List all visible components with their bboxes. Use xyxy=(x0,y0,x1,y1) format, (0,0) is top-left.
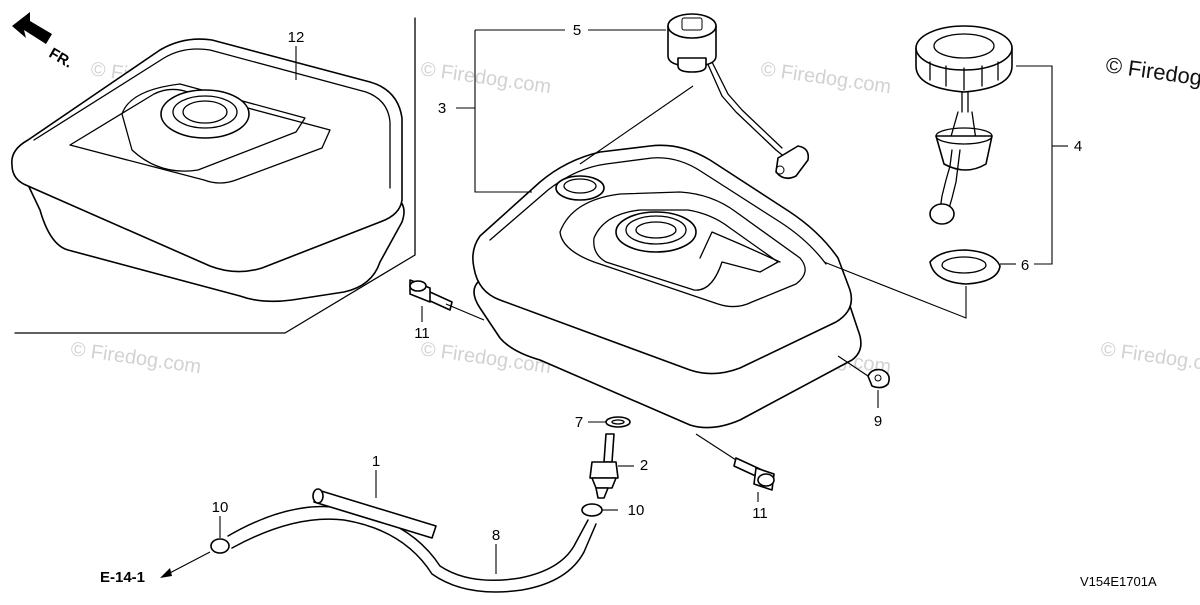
watermark: © Firedog.com xyxy=(1099,338,1200,378)
callout-11-upper: 11 xyxy=(414,325,430,342)
callout-10-left: 10 xyxy=(212,499,229,516)
callout-3: 3 xyxy=(438,100,446,117)
front-direction-label: FR. xyxy=(46,45,75,72)
callout-2: 2 xyxy=(640,457,648,474)
fuel-valve-washer xyxy=(605,416,631,428)
tank-nut xyxy=(867,368,890,389)
hose-clip-right xyxy=(581,503,603,517)
inset-frame xyxy=(14,17,416,334)
leader-lines xyxy=(160,29,1068,578)
fuel-tube xyxy=(227,488,597,593)
corner-watermark: © Firedog xyxy=(1104,52,1200,90)
watermark: © Firedog.com xyxy=(69,338,202,378)
fuel-strainer-ring xyxy=(929,249,1001,285)
fuel-valve xyxy=(589,433,619,499)
callout-12: 12 xyxy=(288,29,305,46)
callout-1: 1 xyxy=(372,453,380,470)
watermark: © Firedog.com xyxy=(419,58,552,98)
callout-9: 9 xyxy=(874,413,882,430)
callouts: 1 2 3 4 5 6 7 8 9 10 10 11 11 12 xyxy=(212,22,1083,544)
callout-8: 8 xyxy=(492,527,500,544)
callout-6: 6 xyxy=(1021,257,1029,274)
hose-clip-left xyxy=(210,538,230,554)
alternate-fuel-tank xyxy=(11,38,405,303)
callout-10-right: 10 xyxy=(628,502,645,519)
callout-4: 4 xyxy=(1074,138,1082,155)
flange-bolt-upper xyxy=(409,279,453,311)
watermark: © Firedog.com xyxy=(759,58,892,98)
callout-7: 7 xyxy=(575,414,583,431)
callout-11-lower: 11 xyxy=(752,505,768,522)
callout-5: 5 xyxy=(573,22,581,39)
reference-label: E-14-1 xyxy=(100,569,145,586)
diagram-code: V154E1701A xyxy=(1080,574,1157,589)
fuel-cap-assembly xyxy=(915,25,1013,225)
flange-bolt-lower xyxy=(733,457,775,491)
fuel-gauge xyxy=(667,13,810,180)
front-direction-arrow-icon: FR. xyxy=(12,12,75,72)
main-fuel-tank xyxy=(472,144,862,429)
